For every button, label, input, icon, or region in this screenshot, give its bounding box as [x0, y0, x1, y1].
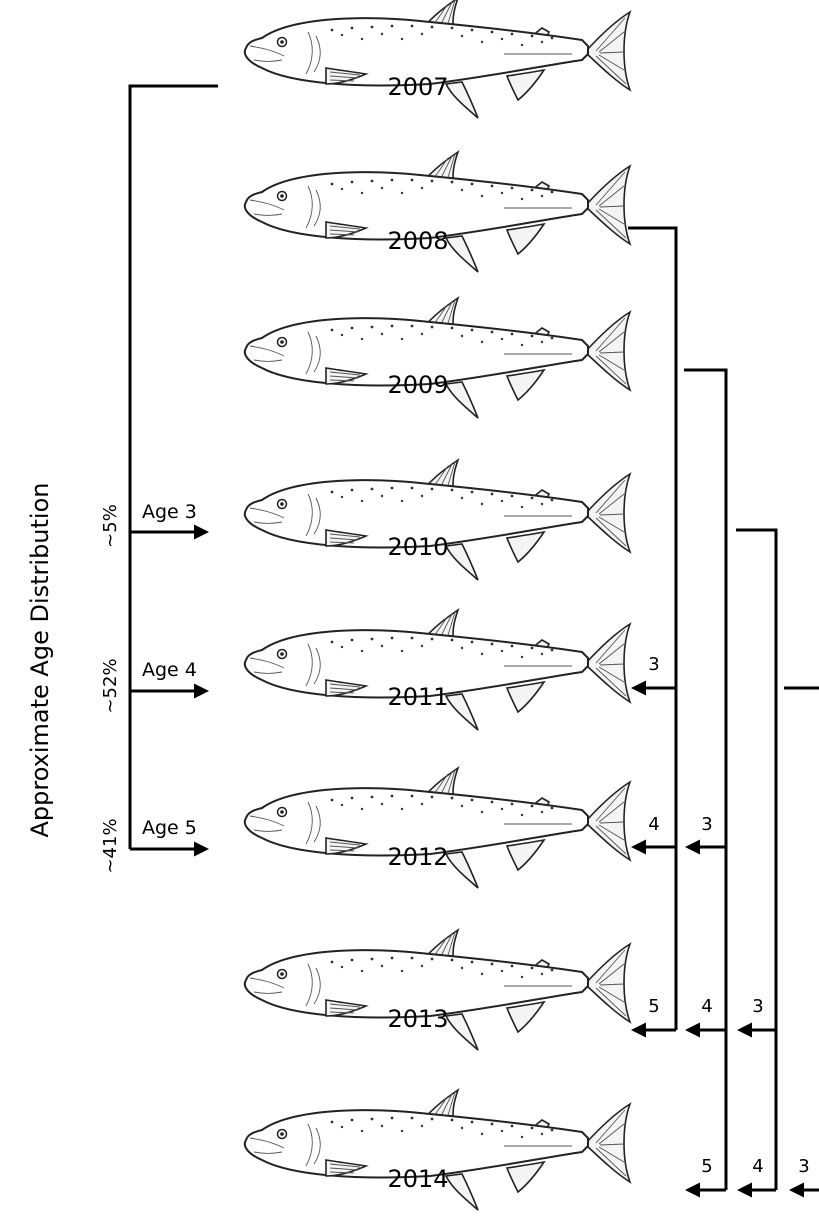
- fish-2010: 2010: [245, 460, 630, 580]
- year-label-2009: 2009: [387, 371, 448, 399]
- salmon-icon: [245, 298, 630, 418]
- return-bracket-2011: 3: [784, 688, 819, 1190]
- percent-age-5: ~41%: [100, 818, 121, 873]
- percent-age-4: ~52%: [100, 658, 121, 713]
- fish-2007: 2007: [245, 0, 630, 118]
- return-label: 4: [752, 1156, 763, 1177]
- salmon-icon: [245, 460, 630, 580]
- fish-2009: 2009: [245, 298, 630, 418]
- age-4-label: Age 4: [142, 659, 197, 681]
- return-label: 5: [648, 996, 659, 1017]
- return-label: 3: [701, 814, 712, 835]
- age-3-label: Age 3: [142, 501, 197, 523]
- salmon-icon: [245, 610, 630, 730]
- return-bracket-2008: 3 4 5: [628, 228, 676, 1030]
- year-label-2008: 2008: [387, 227, 448, 255]
- return-label: 3: [798, 1156, 809, 1177]
- fish-2014: 2014: [245, 1090, 630, 1210]
- fish-2012: 2012: [245, 768, 630, 888]
- return-label: 3: [648, 654, 659, 675]
- year-label-2011: 2011: [387, 683, 448, 711]
- return-bracket-2010: 3 4: [736, 530, 776, 1190]
- age-distribution-bracket: Age 3 Age 4 Age 5 ~5% ~52% ~41%: [100, 86, 218, 874]
- return-bracket-2009: 3 4 5: [684, 370, 726, 1190]
- year-label-2013: 2013: [387, 1005, 448, 1033]
- year-label-2007: 2007: [387, 73, 448, 101]
- return-label: 5: [701, 1156, 712, 1177]
- return-label: 3: [752, 996, 763, 1017]
- fish-2011: 2011: [245, 610, 630, 730]
- fish-2013: 2013: [245, 930, 630, 1050]
- percent-age-3: ~5%: [100, 504, 121, 548]
- age-5-label: Age 5: [142, 817, 197, 839]
- y-axis-label: Approximate Age Distribution: [26, 483, 54, 838]
- year-label-2012: 2012: [387, 843, 448, 871]
- fish-2008: 2008: [245, 152, 630, 272]
- year-label-2010: 2010: [387, 533, 448, 561]
- return-label: 4: [701, 996, 712, 1017]
- year-label-2014: 2014: [387, 1165, 448, 1193]
- return-label: 4: [648, 814, 659, 835]
